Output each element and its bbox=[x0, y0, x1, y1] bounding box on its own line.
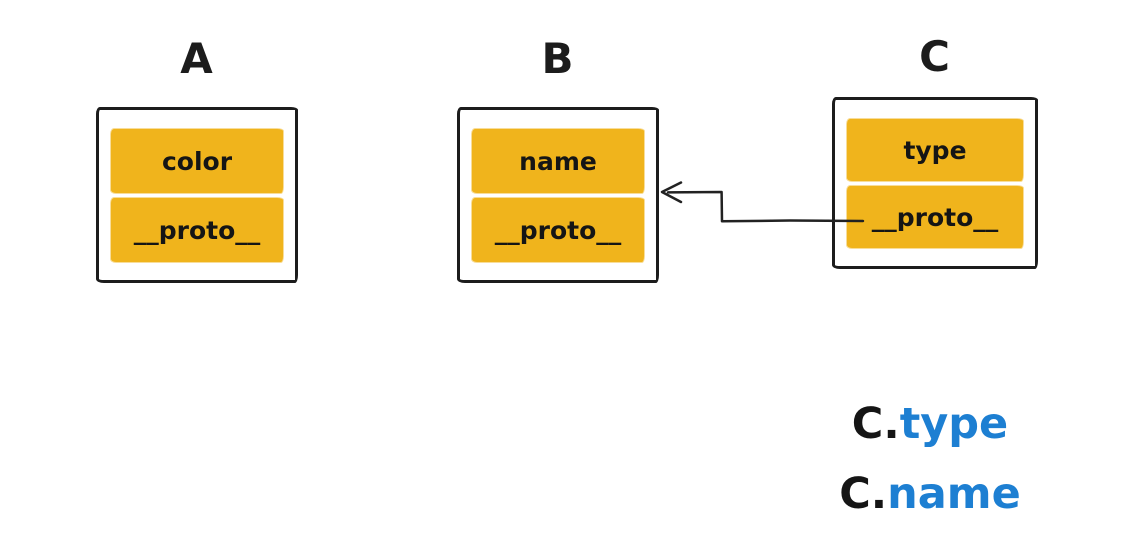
object-c-field-proto: __proto__ bbox=[847, 186, 1023, 248]
annotation-c-name-object: C. bbox=[839, 469, 888, 519]
object-c-box: type __proto__ bbox=[832, 97, 1038, 269]
object-b-field-name: name bbox=[472, 129, 644, 193]
annotation-c-name: C.name bbox=[800, 468, 1060, 520]
proto-arrowhead-icon bbox=[660, 181, 683, 204]
object-a-field-color: color bbox=[111, 129, 283, 193]
annotation-c-name-property: name bbox=[887, 469, 1021, 519]
annotation-c-type-object: C. bbox=[851, 399, 900, 449]
object-a-title: A bbox=[180, 34, 214, 83]
object-c-title: C bbox=[919, 32, 951, 81]
annotation-c-type: C.type bbox=[800, 398, 1060, 450]
object-b-field-proto: __proto__ bbox=[472, 198, 644, 262]
object-b-title: B bbox=[541, 34, 575, 83]
object-a-field-proto: __proto__ bbox=[111, 198, 283, 262]
property-lookup-annotations: C.type C.name bbox=[800, 398, 1060, 538]
object-b-box: name __proto__ bbox=[457, 107, 659, 283]
annotation-c-type-property: type bbox=[899, 399, 1009, 449]
object-c-field-type: type bbox=[847, 119, 1023, 181]
object-a-box: color __proto__ bbox=[96, 107, 298, 283]
